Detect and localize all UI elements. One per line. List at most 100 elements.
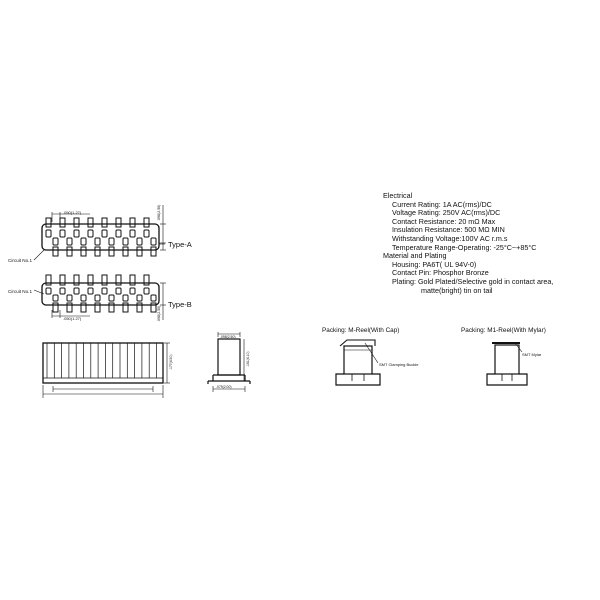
type-a-top-view [33, 205, 166, 261]
pin-tail-bottom [122, 246, 129, 257]
pin-tail-top [87, 274, 94, 286]
height-dimension-b: .098(2.50) [157, 306, 161, 322]
packing-m1-reel-diagram [486, 342, 528, 386]
side-width-dimension: .098(2.50) [220, 335, 235, 339]
contact-pad [115, 287, 122, 295]
contact-pad [150, 237, 157, 246]
pin-tail-top [115, 217, 122, 228]
contact-pad [94, 237, 101, 246]
contact-pad [52, 294, 59, 302]
contact-pad [66, 237, 73, 246]
pin-tail-top [87, 217, 94, 228]
contact-pad [94, 294, 101, 302]
contact-pad [143, 229, 150, 238]
spec-plating: Plating: Gold Plated/Selective gold in c… [392, 276, 554, 286]
side-base-dimension: .079(2.00) [216, 385, 231, 389]
side-view [207, 332, 251, 392]
spec-current-rating: Current Rating: 1A AC(rms)/DC [392, 199, 492, 209]
type-b-top-view [33, 274, 166, 320]
circuit-no1-label-b: Circuit No.1 [8, 289, 32, 294]
contact-pad [80, 294, 87, 302]
specification-block: Electrical Current Rating: 1A AC(rms)/DC… [383, 191, 598, 295]
contact-pad [122, 237, 129, 246]
spec-voltage-rating: Voltage Rating: 250V AC(rms)/DC [392, 208, 501, 218]
pin-tail-bottom [80, 302, 87, 313]
pin-tail-bottom [122, 302, 129, 313]
packing-m1-callout: SMT Mylar [522, 352, 542, 357]
spec-temperature-range: Temperature Range-Operating: -25°C~+85°C [392, 242, 537, 252]
height-dimension-a: .098(2.50) [157, 205, 161, 221]
contact-pad [122, 294, 129, 302]
pin-tail-bottom [52, 302, 59, 313]
pin-tail-top [45, 274, 52, 286]
contact-pad [59, 229, 66, 238]
contact-pad [115, 229, 122, 238]
pin-tail-top [73, 274, 80, 286]
contact-pad [80, 237, 87, 246]
pin-tail-bottom [150, 302, 157, 313]
pin-tail-top [59, 217, 66, 228]
pin-tail-top [73, 217, 80, 228]
spec-plating-continued: matte(bright) tin on tail [421, 285, 493, 295]
pin-tail-bottom [94, 246, 101, 257]
contact-pad [101, 229, 108, 238]
pin-tail-top [143, 217, 150, 228]
spec-contact-resistance: Contact Resistance: 20 mΩ Max [392, 216, 496, 226]
contact-pad [73, 287, 80, 295]
pin-tail-bottom [108, 302, 115, 313]
contact-pad [108, 237, 115, 246]
pin-tail-bottom [136, 302, 143, 313]
pin-tail-top [129, 274, 136, 286]
contact-pad [108, 294, 115, 302]
type-a-label: Type-A [168, 240, 192, 249]
contact-pad [101, 287, 108, 295]
packing-m1-title: Packing: M1-Reel(With Mylar) [461, 327, 546, 334]
pin-tail-bottom [66, 302, 73, 313]
contact-pad [87, 229, 94, 238]
packing-m-reel-diagram [335, 339, 381, 386]
pin-tail-top [59, 274, 66, 286]
pin-tail-top [143, 274, 150, 286]
contact-pad [66, 294, 73, 302]
pin-tail-top [115, 274, 122, 286]
side-height-dimension: .161(4.10) [246, 352, 250, 367]
pitch-dimension-b: .050(1.27) [63, 316, 82, 321]
pin-tail-top [101, 274, 108, 286]
packing-m-title: Packing: M-Reel(With Cap) [322, 327, 399, 334]
contact-pad [52, 237, 59, 246]
contact-pad [136, 237, 143, 246]
pitch-dimension-a: .050(1.27) [63, 210, 82, 215]
contact-pad [45, 229, 52, 238]
pin-tail-bottom [150, 246, 157, 257]
pin-tail-bottom [136, 246, 143, 257]
contact-pad [87, 287, 94, 295]
contact-pad [73, 229, 80, 238]
spec-material-heading: Material and Plating [383, 251, 447, 261]
contact-pad [143, 287, 150, 295]
spec-electrical-heading: Electrical [383, 191, 413, 200]
contact-pad [45, 287, 52, 295]
pin-tail-top [129, 217, 136, 228]
spec-withstanding-voltage: Withstanding Voltage:100V AC r.m.s [392, 233, 508, 243]
contact-pad [129, 229, 136, 238]
type-b-label: Type-B [168, 300, 192, 309]
pin-tail-top [101, 217, 108, 228]
circuit-no1-label-a: Circuit No.1 [8, 258, 32, 263]
spec-insulation-resistance: Insulation Resistance: 500 MΩ MIN [392, 225, 505, 235]
pin-tail-bottom [52, 246, 59, 257]
pin-tail-bottom [94, 302, 101, 313]
contact-pad [136, 294, 143, 302]
contact-pad [59, 287, 66, 295]
pin-tail-bottom [66, 246, 73, 257]
contact-pad [129, 287, 136, 295]
front-view [42, 342, 170, 398]
pin-tail-bottom [108, 246, 115, 257]
front-height-dimension: .177(4.50) [169, 355, 173, 370]
packing-m-callout: SMT Clamping Buckle [379, 362, 419, 367]
spec-contact-pin: Contact Pin: Phosphor Bronze [392, 268, 489, 278]
spec-housing: Housing: PA6T( UL 94V-0) [392, 259, 477, 269]
pin-tail-bottom [80, 246, 87, 257]
pin-tail-top [45, 217, 52, 228]
contact-pad [150, 294, 157, 302]
